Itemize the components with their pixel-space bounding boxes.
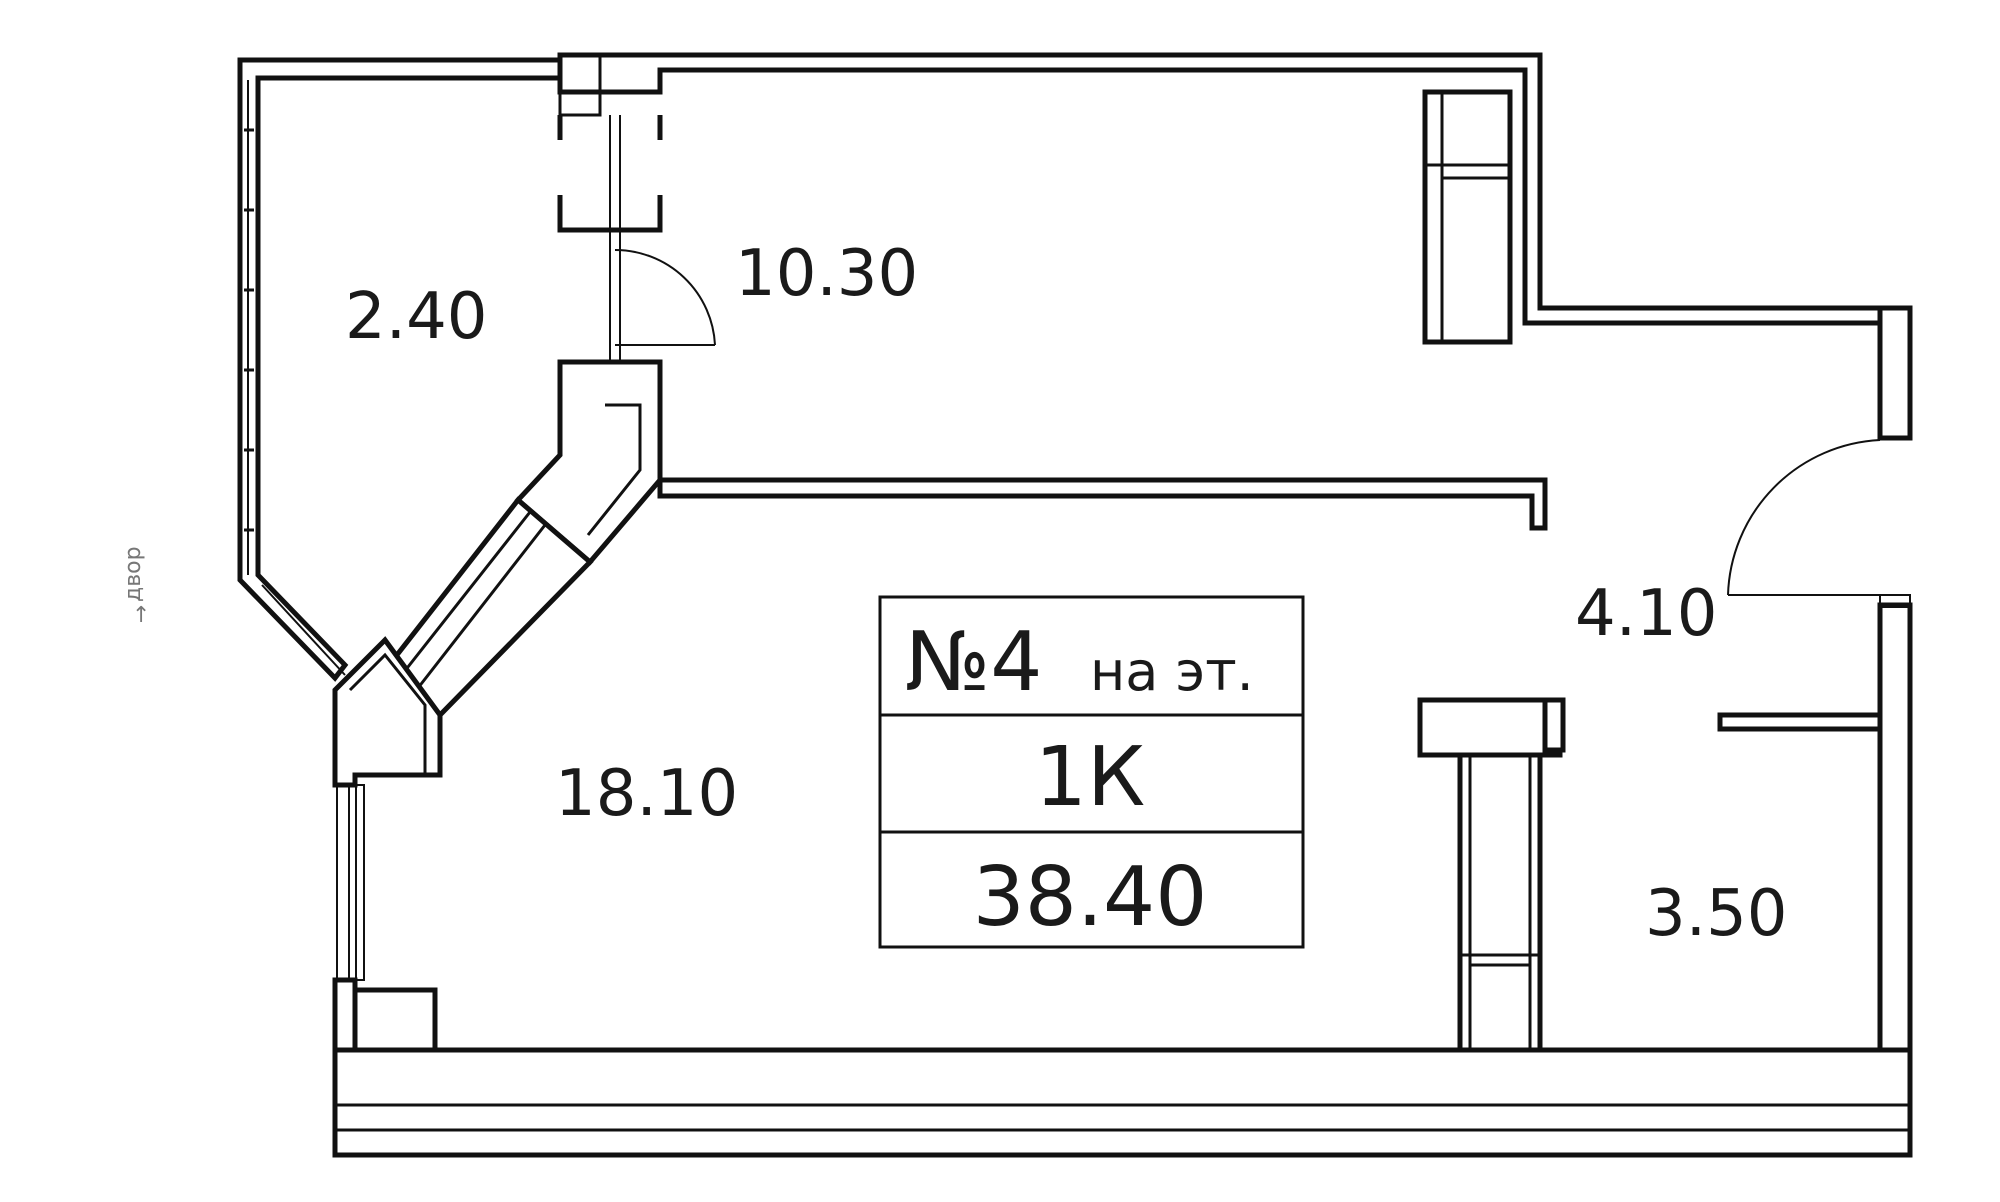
- floor-suffix: на эт.: [1090, 640, 1254, 703]
- kitchen-door-swing: [614, 248, 716, 346]
- yard-label: двор: [121, 546, 146, 602]
- yard-arrow: ↑: [132, 603, 150, 628]
- entrance-door-swing: [1727, 439, 1881, 596]
- room-area-hall: 4.10: [1575, 577, 1718, 651]
- apartment-number: №4: [905, 615, 1042, 710]
- room-area-bath: 3.50: [1645, 877, 1788, 951]
- room-area-living: 18.10: [555, 757, 738, 831]
- apartment-total-area: 38.40: [973, 850, 1208, 945]
- room-area-kitchen: 10.30: [735, 237, 918, 311]
- walls: [237, 52, 1913, 1158]
- room-area-loggia: 2.40: [345, 280, 488, 354]
- apartment-info-box: №4 на эт. 1К 38.40: [878, 595, 1305, 949]
- apartment-type: 1К: [1035, 730, 1145, 825]
- orientation-hint: ↑ двор: [121, 546, 150, 628]
- doors: [614, 248, 1881, 596]
